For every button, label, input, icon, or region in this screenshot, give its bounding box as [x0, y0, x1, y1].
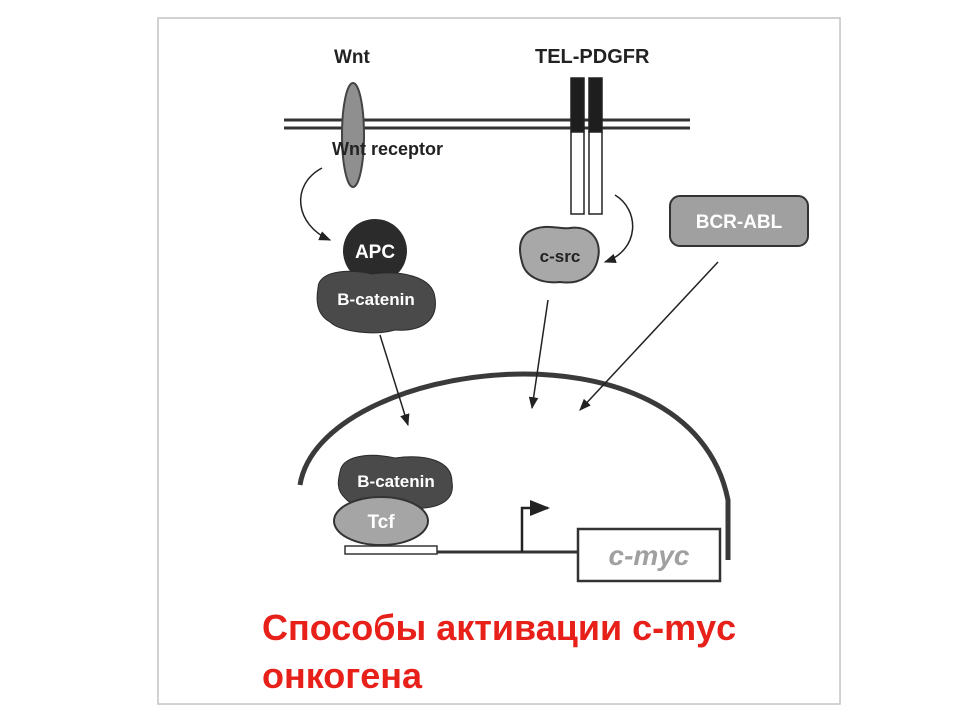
- caption-line-1: Способы активации с-myc: [262, 607, 736, 648]
- c-myc-gene-box: [576, 527, 722, 583]
- arrow-beta-catenin-to-nucleus: [379, 334, 410, 427]
- arrow-bcr-abl-to-nucleus: [579, 261, 719, 411]
- tcf-label: Tcf: [367, 512, 395, 533]
- bcr-abl-box: [669, 195, 809, 247]
- c-myc-label: c-myc: [609, 540, 690, 571]
- nucleus-envelope: [297, 371, 731, 560]
- tel-pdgfr-receptor: [570, 77, 603, 215]
- tel-pdgfr-label: TEL-PDGFR: [535, 46, 650, 68]
- c-src-label: c-src: [540, 247, 581, 266]
- beta-catenin-top-label: B-catenin: [337, 290, 414, 309]
- beta-catenin-bottom-label: B-catenin: [357, 472, 434, 491]
- c-src-blob: [519, 225, 600, 284]
- bcr-abl-label: BCR-ABL: [696, 212, 783, 233]
- figure-frame: [157, 17, 841, 705]
- arrow-telpdgfr-to-csrc: [603, 194, 634, 264]
- wnt-receptor-shape: [341, 82, 365, 188]
- transcription-start-arrow: [520, 500, 550, 552]
- arrow-c-src-to-nucleus: [528, 299, 549, 410]
- apc-label: APC: [355, 242, 395, 263]
- wnt-receptor-label: Wnt receptor: [332, 139, 443, 159]
- dna-binding-element: [344, 545, 438, 555]
- wnt-label: Wnt: [334, 47, 371, 68]
- arrow-wnt-to-apc: [299, 167, 332, 241]
- beta-catenin-bottom-blob: [337, 454, 453, 511]
- beta-catenin-top-blob: [316, 270, 436, 334]
- tcf-blob: [333, 496, 429, 546]
- apc-blob: [343, 219, 407, 283]
- caption-line-2: онкогена: [262, 655, 423, 696]
